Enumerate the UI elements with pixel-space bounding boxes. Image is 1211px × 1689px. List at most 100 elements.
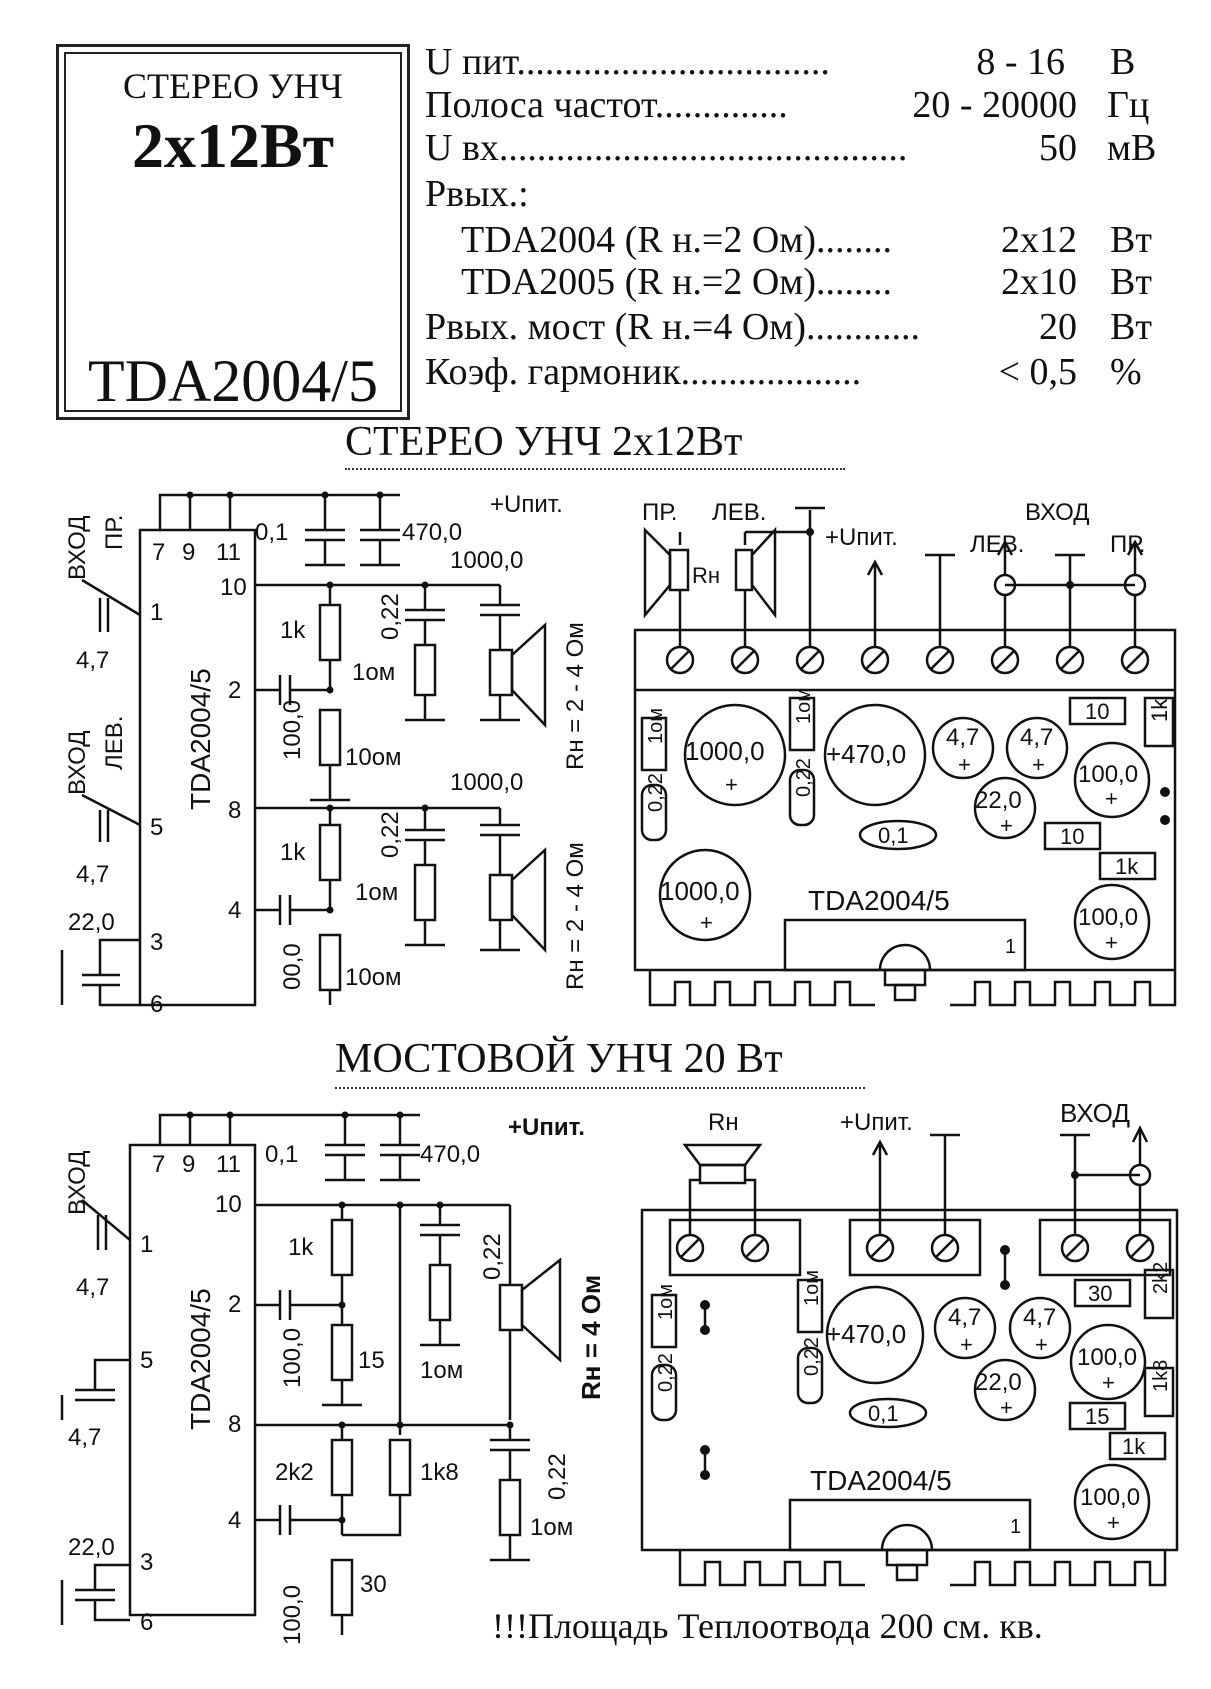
cap-100: 100,0 [1078, 904, 1138, 931]
pin-label: 10 [215, 1191, 242, 1218]
title-box-power: 2x12Вт [131, 110, 335, 181]
cap-100: 100,0 [1078, 761, 1138, 788]
cap-22: 22,0 [975, 1369, 1022, 1396]
cap-value: 470,0 [402, 519, 462, 546]
cap-470: +470,0 [826, 1319, 906, 1349]
plus-sign: + [1032, 752, 1045, 777]
bridge-board-layout: Rн +Uпит. ВХОД +470,0 4,7 + 4,7 + 22,0 +… [640, 1100, 1179, 1587]
cap-value: 00,0 [279, 943, 306, 990]
input-label: ЛЕВ. [101, 716, 128, 770]
load-label: Rн = 4 Ом [576, 1275, 606, 1400]
label-left: ЛЕВ. [712, 499, 766, 526]
resistor-value: 10ом [345, 964, 402, 991]
spec-label: Рвых. мост (R н.=4 Ом)............ [425, 306, 920, 348]
spec-label: TDA2005 (R н.=2 Ом)........ [461, 261, 893, 303]
spec-label: Рвых.: [425, 173, 529, 215]
pin-label: 11 [216, 1151, 241, 1178]
pin-label: 5 [150, 814, 163, 841]
resistor-value: 1ом [420, 1357, 463, 1384]
cap-4-7: 4,7 [948, 1304, 981, 1331]
spec-label: TDA2004 (R н.=2 Ом)........ [461, 219, 893, 261]
chip-label: TDA2004/5 [810, 1465, 952, 1496]
cap-value: 0,22 [377, 811, 404, 858]
section2-heading: МОСТОВОЙ УНЧ 20 Вт [335, 1036, 783, 1082]
resistor-value: 1ом [530, 1514, 573, 1541]
label-supply: +Uпит. [825, 524, 898, 551]
pin-label: 7 [152, 539, 165, 566]
pin-label: 2 [228, 1291, 241, 1318]
title-box: СТЕРЕО УНЧ 2x12Вт TDA2004/5 [56, 44, 410, 420]
pin-label: 4 [228, 897, 241, 924]
resistor-value: 1ом [355, 879, 398, 906]
heading-underline [345, 468, 845, 470]
cap-value: 100,0 [279, 1585, 306, 1645]
spec-value: 2x10 [1001, 261, 1077, 303]
load-label: Rн = 2 - 4 Ом [562, 622, 589, 770]
cap-4-7: 4,7 [1023, 1304, 1056, 1331]
load-label: Rн = 2 - 4 Ом [562, 842, 589, 990]
heading-underline [335, 1087, 865, 1089]
resistor-1om: 1ом [645, 708, 667, 744]
resistor-2k2: 2k2 [1150, 1262, 1172, 1294]
label-input: ВХОД [1025, 499, 1090, 526]
pin-label: 8 [228, 797, 241, 824]
spec-label: Коэф. гармоник................... [425, 351, 862, 393]
cap-value: 0,1 [255, 519, 288, 546]
bridge-schematic: 7 9 11 10 1 2 8 5 4 3 6 TDA2004/5 +Uпит.… [60, 1111, 606, 1645]
cap-value: 4,7 [76, 647, 109, 674]
spec-label: Полоса частот.............. [425, 84, 788, 126]
plus-sign: + [1000, 1395, 1013, 1420]
cap-value: 1000,0 [450, 547, 523, 574]
label-input-right: ПР. [1110, 531, 1145, 558]
pin-label: 2 [228, 677, 241, 704]
resistor-1k: 1k [1147, 698, 1172, 722]
pin1-mark: 1 [1010, 1516, 1021, 1538]
cap-value: 100,0 [279, 700, 306, 760]
cap-470: +470,0 [826, 739, 906, 769]
cap-value: 22,0 [68, 1534, 115, 1561]
label-load: Rн [692, 563, 720, 588]
spec-value: 2x12 [1001, 219, 1077, 261]
cap-0-22: 0,22 [645, 773, 667, 812]
cap-value: 4,7 [68, 1424, 101, 1451]
cap-value: 4,7 [76, 1274, 109, 1301]
cap-1000: 1000,0 [660, 876, 740, 906]
title-box-chip: TDA2004/5 [88, 348, 378, 414]
plus-sign: + [1035, 1332, 1048, 1357]
stereo-schematic: 7 9 11 10 1 2 8 5 4 3 6 TDA2004/5 +Uпит.… [60, 491, 589, 1018]
chip-label: TDA2004/5 [808, 885, 950, 916]
resistor-value: 2k2 [275, 1459, 314, 1486]
cap-value: 0,1 [265, 1141, 298, 1168]
spec-label: U вх....................................… [425, 127, 908, 169]
resistor-value: 1k [288, 1234, 314, 1261]
chip-label: TDA2004/5 [185, 668, 216, 810]
plus-sign: + [1105, 930, 1118, 955]
cap-4-7: 4,7 [946, 724, 979, 751]
cap-100: 100,0 [1077, 1344, 1137, 1371]
resistor-value: 30 [360, 1571, 387, 1598]
pin-label: 1 [140, 1231, 153, 1258]
plus-sign: + [1000, 813, 1013, 838]
plus-sign: + [960, 1332, 973, 1357]
plus-sign: + [1105, 786, 1118, 811]
plus-sign: + [700, 910, 713, 935]
cap-value: 470,0 [420, 1141, 480, 1168]
resistor-value: 15 [358, 1347, 385, 1374]
pin-label: 8 [228, 1411, 241, 1438]
cap-value: 100,0 [279, 1328, 306, 1388]
resistor-value: 1k [280, 839, 306, 866]
spec-value: 50 [1039, 127, 1077, 169]
cap-value: 22,0 [68, 909, 115, 936]
cap-value: 0,22 [377, 593, 404, 640]
spec-unit: мВ [1107, 127, 1157, 169]
label-input-left: ЛЕВ. [970, 531, 1024, 558]
pin-label: 6 [150, 991, 163, 1018]
spec-label: U пит................................. [425, 41, 830, 83]
spec-unit: В [1110, 41, 1136, 83]
cap-0-1: 0,1 [878, 823, 909, 848]
plus-sign: + [725, 772, 738, 797]
title-box-subtitle: СТЕРЕО УНЧ [123, 66, 343, 106]
stereo-board-layout: ПР. ЛЕВ. Rн +Uпит. ВХОД ЛЕВ. ПР. 1000,0 … [633, 499, 1177, 1007]
resistor-value: 1ом [352, 659, 395, 686]
spec-unit: Гц [1107, 84, 1150, 126]
